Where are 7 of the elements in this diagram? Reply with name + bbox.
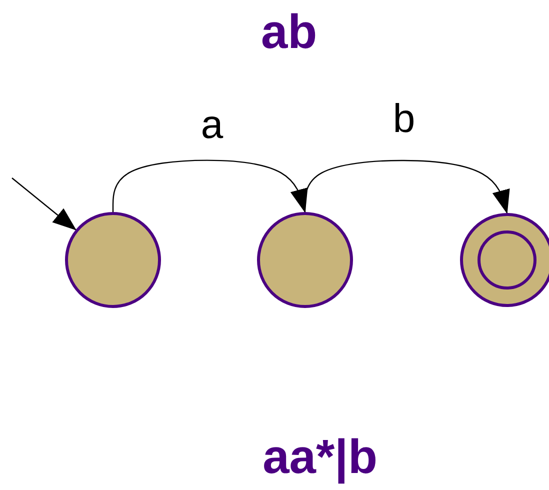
state-circle	[257, 212, 353, 308]
transition-arrow	[112, 160, 308, 213]
start-arrow	[12, 178, 76, 230]
title: ab	[261, 9, 317, 57]
state-circle	[65, 212, 161, 308]
caption: aa*|b	[262, 434, 378, 482]
transition-arrow	[304, 160, 510, 214]
